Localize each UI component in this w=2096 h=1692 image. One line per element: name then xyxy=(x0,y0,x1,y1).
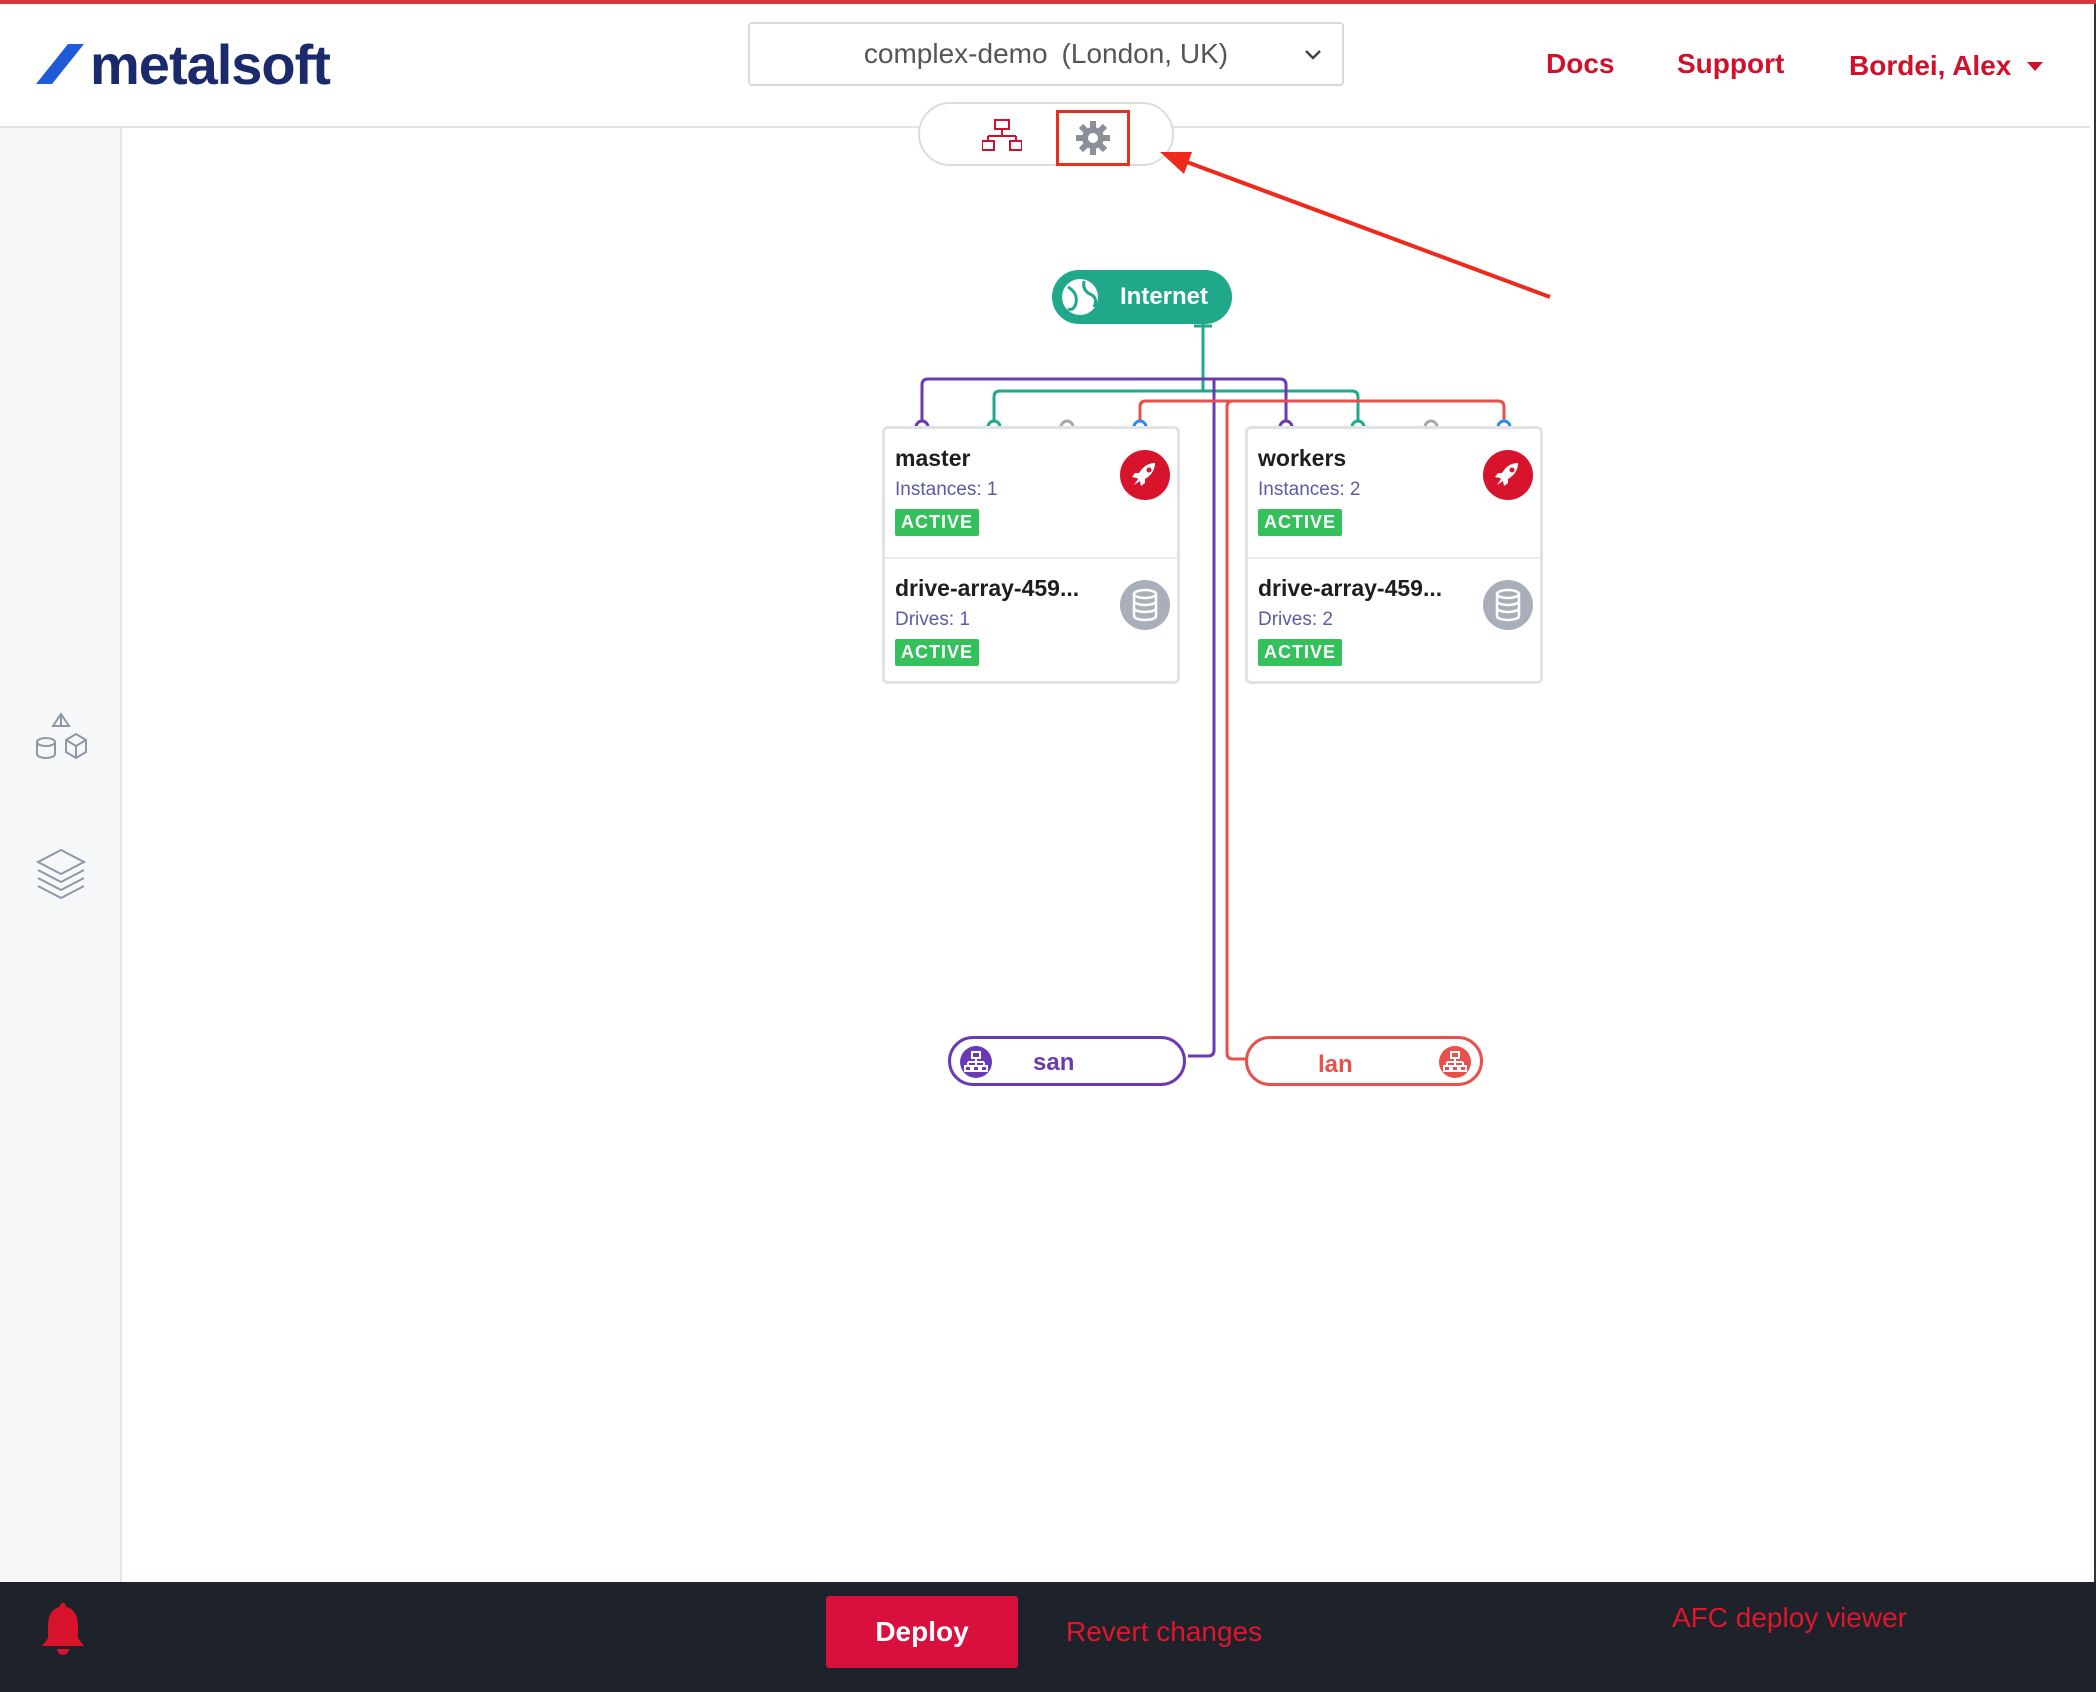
settings-toggle[interactable] xyxy=(1056,110,1130,166)
bell-icon[interactable] xyxy=(38,1602,88,1658)
globe-icon xyxy=(1062,279,1098,315)
cubes-icon[interactable] xyxy=(34,712,88,762)
network-lan[interactable]: lan xyxy=(1245,1036,1483,1086)
drives-count: Drives: 1 xyxy=(895,609,970,630)
logo-slash-icon xyxy=(36,44,84,84)
drive-array-name: drive-array-459... xyxy=(895,575,1080,601)
sidebar xyxy=(0,128,122,1582)
internet-label: Internet xyxy=(1120,283,1209,310)
view-toggle xyxy=(918,102,1174,166)
chevron-down-icon xyxy=(1305,50,1321,60)
deploy-button[interactable]: Deploy xyxy=(826,1596,1018,1668)
drive-array-name: drive-array-459... xyxy=(1258,575,1443,601)
network-label: lan xyxy=(1318,1051,1353,1078)
layers-icon[interactable] xyxy=(34,846,88,900)
network-icon xyxy=(960,1046,992,1078)
instance-array-name: workers xyxy=(1258,445,1347,471)
instances-count: Instances: 1 xyxy=(895,479,998,500)
logo-text: metalsoft xyxy=(90,32,331,96)
environment-location: (London, UK) xyxy=(1061,38,1229,69)
network-san[interactable]: san xyxy=(948,1036,1186,1086)
logo[interactable]: metalsoft xyxy=(36,32,331,96)
afc-deploy-viewer-link[interactable]: AFC deploy viewer xyxy=(1672,1602,1907,1633)
user-name: Bordei, Alex xyxy=(1849,50,2012,81)
drive-array-section[interactable]: drive-array-459... Drives: 1 ACTIVE xyxy=(885,559,1177,687)
caret-down-icon xyxy=(2027,61,2044,71)
gear-icon xyxy=(1076,121,1110,155)
rocket-icon xyxy=(1483,450,1533,500)
instance-array-name: master xyxy=(895,445,971,471)
support-link[interactable]: Support xyxy=(1677,48,1785,79)
rocket-icon xyxy=(1120,450,1170,500)
footer-bar: Deploy Revert changes AFC deploy viewer xyxy=(0,1582,2096,1692)
database-icon xyxy=(1483,580,1533,630)
instances-count: Instances: 2 xyxy=(1258,479,1361,500)
internet-node[interactable]: Internet xyxy=(1052,270,1232,324)
status-badge: ACTIVE xyxy=(895,509,980,536)
topology-icon[interactable] xyxy=(982,118,1022,152)
revert-changes-link[interactable]: Revert changes xyxy=(1066,1616,1263,1647)
status-badge: ACTIVE xyxy=(1258,639,1343,666)
user-menu[interactable]: Bordei, Alex xyxy=(1849,50,2044,82)
instance-array-section[interactable]: workers Instances: 2 ACTIVE xyxy=(1248,429,1540,559)
instance-array-card-workers[interactable]: workers Instances: 2 ACTIVE drive-array-… xyxy=(1245,426,1543,684)
drive-array-section[interactable]: drive-array-459... Drives: 2 ACTIVE xyxy=(1248,559,1540,687)
status-badge: ACTIVE xyxy=(895,639,980,666)
window-edge xyxy=(2094,4,2096,1584)
database-icon xyxy=(1120,580,1170,630)
network-icon xyxy=(1439,1046,1471,1078)
network-label: san xyxy=(1033,1049,1075,1076)
instance-array-section[interactable]: master Instances: 1 ACTIVE xyxy=(885,429,1177,559)
status-badge: ACTIVE xyxy=(1258,509,1343,536)
environment-name: complex-demo xyxy=(863,38,1048,69)
environment-select[interactable]: complex-demo (London, UK) xyxy=(748,22,1344,86)
drives-count: Drives: 2 xyxy=(1258,609,1333,630)
top-accent-line xyxy=(0,0,2096,4)
docs-link[interactable]: Docs xyxy=(1546,48,1615,79)
instance-array-card-master[interactable]: master Instances: 1 ACTIVE drive-array-4… xyxy=(882,426,1180,684)
